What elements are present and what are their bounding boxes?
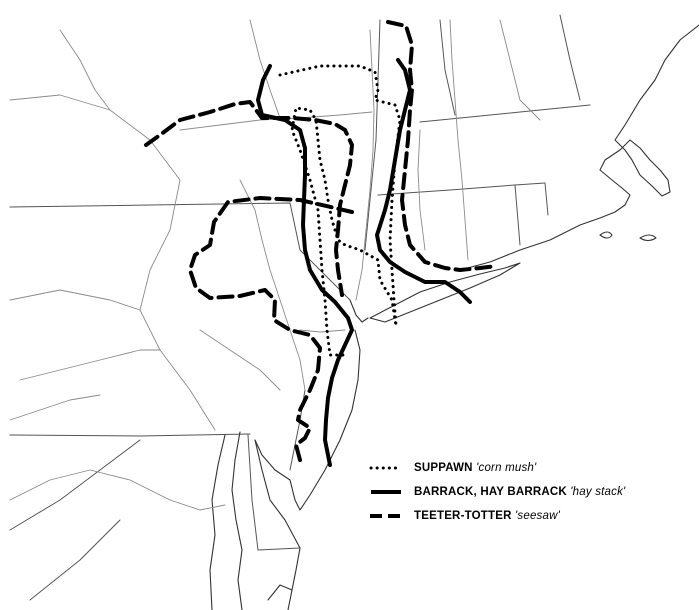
md-de-boundary: [247, 434, 259, 551]
legend-item-barrack: BARRACK, HAY BARRACK 'hay stack': [368, 480, 698, 504]
coastline: [209, 24, 699, 610]
raritan-river: [299, 329, 346, 333]
genesee-river: [59, 29, 111, 111]
marthas-vineyard: [639, 234, 657, 242]
legend-term: BARRACK, HAY BARRACK: [414, 486, 567, 498]
juniata-river: [19, 349, 161, 381]
rivers: [9, 19, 541, 511]
isoglosses: [144, 20, 498, 467]
long-island: [369, 262, 521, 323]
hudson-river: [355, 29, 375, 301]
block-island: [599, 231, 613, 239]
legend-term: SUPPAWN: [414, 462, 473, 474]
ma-ct-boundary: [377, 182, 546, 196]
housatonic-river: [417, 129, 426, 251]
legend-label: BARRACK, HAY BARRACK 'hay stack': [414, 486, 625, 498]
solid-line-swatch: [368, 487, 404, 497]
va-md-boundary: [9, 439, 141, 531]
legend-label: TEETER-TOTTER 'seesaw': [414, 510, 560, 522]
chesapeake-east: [231, 431, 243, 610]
delmarva-coast: [287, 547, 301, 610]
legend-gloss: 'seesaw': [515, 510, 560, 522]
ct-ri-boundary: [514, 184, 521, 246]
base-map: [9, 14, 699, 610]
isogloss-teeter-totter-north: [144, 100, 354, 297]
susquehanna-river: [9, 94, 216, 431]
lower-delmarva: [267, 584, 293, 601]
dashed-line-swatch: [368, 511, 404, 521]
delaware-river: [239, 179, 306, 391]
vt-ma-boundary: [419, 104, 591, 123]
black-river: [249, 19, 281, 119]
legend-item-suppawn: SUPPAWN 'corn mush': [368, 456, 698, 480]
de-md-east-boundary: [257, 547, 301, 551]
pa-md-boundary: [9, 433, 251, 437]
nh-me-boundary: [559, 14, 581, 101]
nh-vt-boundary: [439, 19, 456, 116]
ny-vt-ma-boundary: [364, 19, 381, 251]
delaware-bay-shore: [254, 439, 301, 549]
legend-gloss: 'hay stack': [570, 486, 626, 498]
isogloss-teeter-totter-south: [188, 196, 354, 462]
legend-item-teeter-totter: TEETER-TOTTER 'seesaw': [368, 504, 698, 528]
legend-term: TEETER-TOTTER: [414, 510, 512, 522]
new-england-coast: [459, 24, 699, 271]
ny-pa-boundary: [9, 202, 351, 301]
western-pa-river: [9, 394, 101, 421]
legend-label: SUPPAWN 'corn mush': [414, 462, 536, 474]
nj-coast: [254, 329, 361, 511]
isogloss-barrack-east: [375, 58, 472, 304]
chesapeake-west: [209, 434, 226, 610]
merrimack-river: [499, 19, 541, 121]
map-legend: SUPPAWN 'corn mush' BARRACK, HAY BARRACK…: [368, 456, 698, 528]
ri-ma-boundary: [544, 182, 549, 216]
nyc-harbor: [349, 299, 369, 323]
susquehanna-west-branch: [9, 289, 141, 311]
isogloss-teeter-totter-east: [386, 20, 498, 272]
legend-gloss: 'corn mush': [476, 462, 537, 474]
potomac-river: [9, 469, 226, 511]
schuylkill-river: [199, 329, 281, 391]
dotted-line-swatch: [368, 463, 404, 473]
va-wv-boundary: [29, 519, 121, 601]
connecticut-river: [449, 19, 469, 261]
